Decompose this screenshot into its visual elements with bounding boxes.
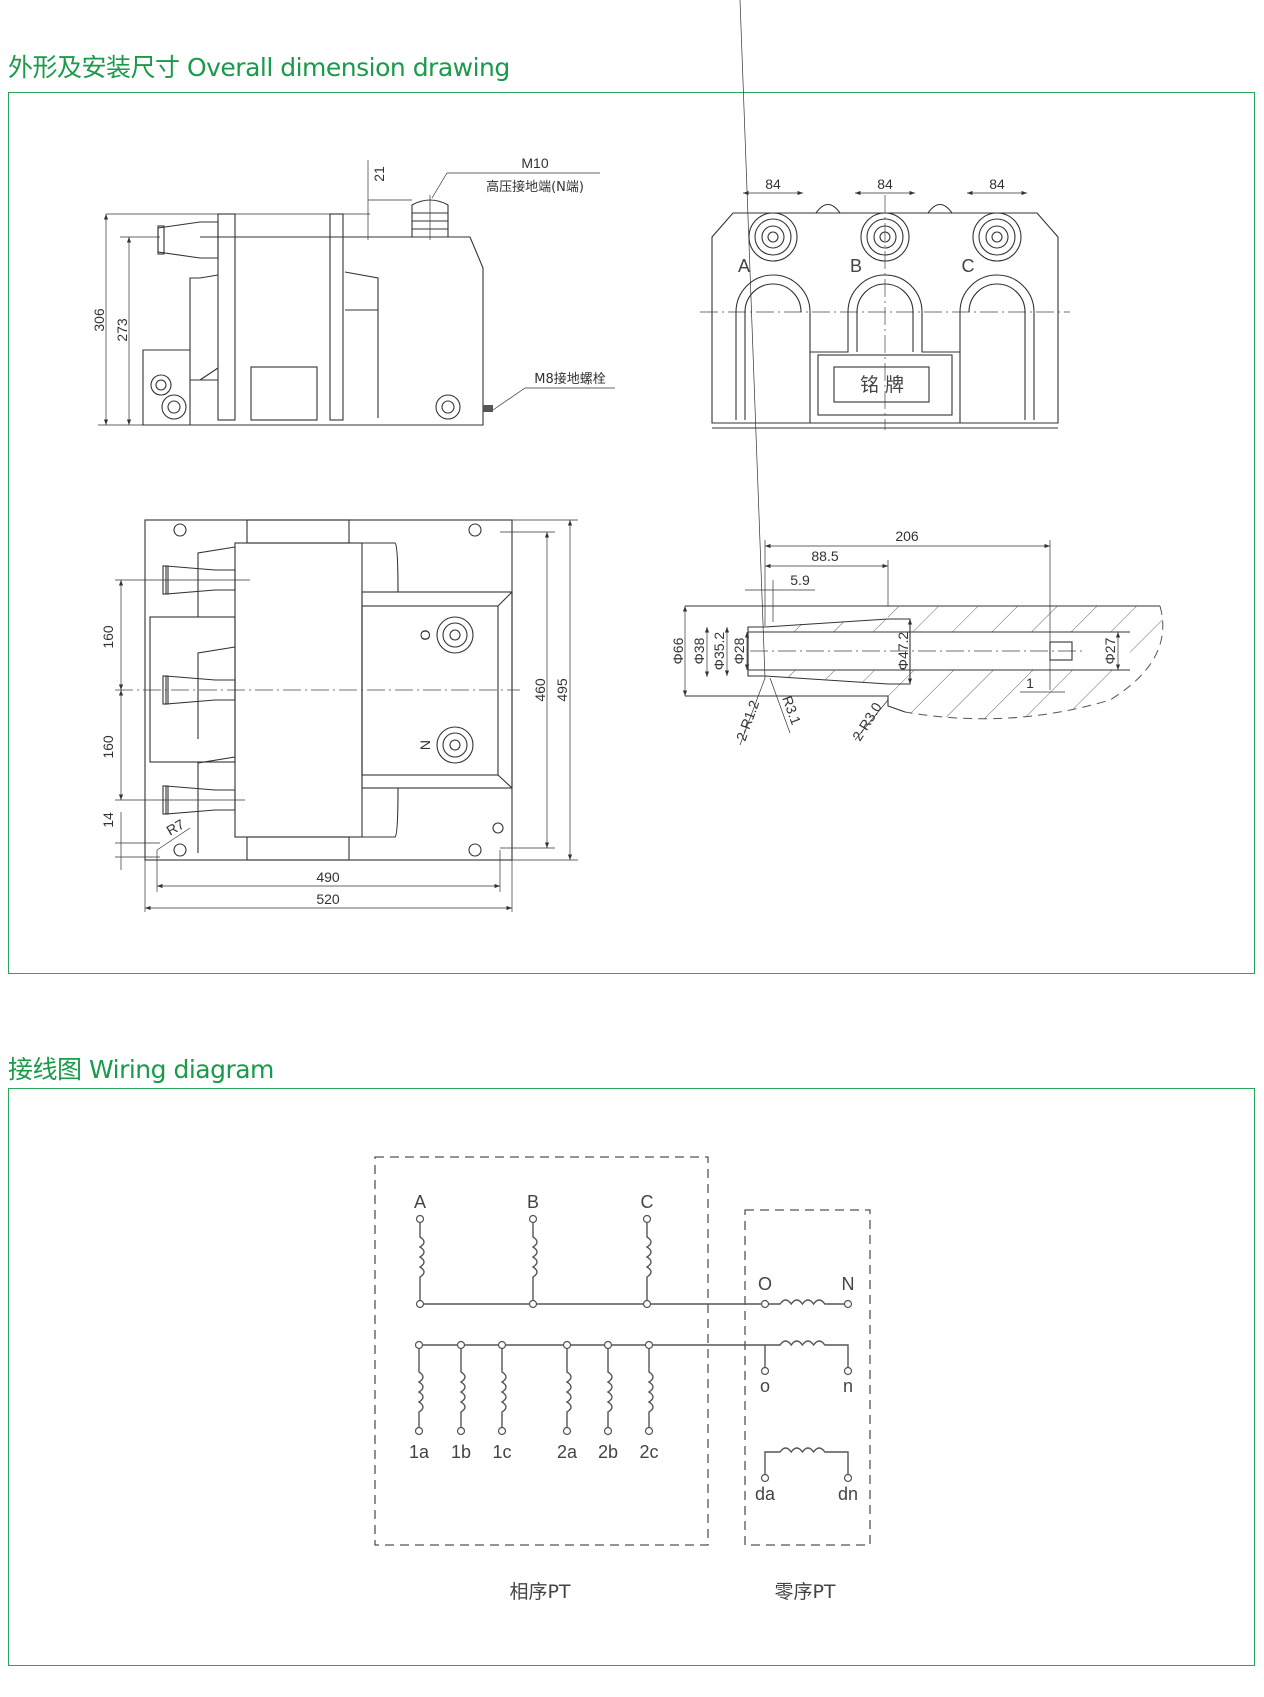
svg-text:铭 牌: 铭 牌: [860, 374, 904, 396]
svg-text:1b: 1b: [451, 1442, 471, 1462]
svg-text:84: 84: [765, 176, 781, 192]
svg-text:84: 84: [877, 176, 893, 192]
svg-text:84: 84: [989, 176, 1005, 192]
svg-text:273: 273: [114, 318, 130, 342]
svg-text:460: 460: [532, 678, 548, 702]
svg-text:R3.1: R3.1: [779, 694, 804, 727]
front-view: 306 273 21 M10 高压接地端(N端) M8接地螺栓: [91, 155, 615, 426]
svg-text:R7: R7: [164, 816, 188, 839]
wiring-diagram-frame: [8, 1088, 1255, 1666]
svg-text:O: O: [758, 1274, 772, 1294]
svg-text:21: 21: [371, 166, 387, 182]
phase-pt-box: [374, 1156, 709, 1546]
svg-text:1: 1: [1026, 675, 1034, 691]
svg-text:Φ38: Φ38: [691, 637, 707, 664]
svg-text:495: 495: [554, 678, 570, 702]
svg-text:N: N: [842, 1274, 855, 1294]
svg-text:5.9: 5.9: [790, 572, 810, 588]
svg-text:2-R3.0: 2-R3.0: [849, 699, 885, 743]
dimension-drawing-frame: [8, 92, 1255, 974]
svg-text:14: 14: [100, 812, 116, 828]
svg-text:306: 306: [91, 308, 107, 332]
svg-text:C: C: [641, 1192, 654, 1212]
svg-text:88.5: 88.5: [811, 548, 838, 564]
svg-text:o: o: [760, 1376, 770, 1396]
svg-text:n: n: [843, 1376, 853, 1396]
svg-text:O: O: [417, 629, 433, 640]
svg-text:2a: 2a: [557, 1442, 578, 1462]
svg-text:2-R1.2: 2-R1.2: [733, 698, 762, 743]
svg-text:Φ47.2: Φ47.2: [895, 632, 911, 671]
dimension-section-title: 外形及安装尺寸 Overall dimension drawing: [8, 53, 510, 82]
zero-pt-box: [744, 1209, 871, 1546]
svg-text:490: 490: [316, 869, 340, 885]
svg-text:1a: 1a: [409, 1442, 430, 1462]
svg-text:B: B: [527, 1192, 539, 1212]
svg-text:N: N: [417, 740, 433, 750]
svg-text:206: 206: [895, 528, 919, 544]
svg-text:1c: 1c: [492, 1442, 511, 1462]
svg-text:160: 160: [100, 735, 116, 759]
svg-text:高压接地端(N端): 高压接地端(N端): [486, 179, 584, 195]
svg-text:160: 160: [100, 625, 116, 649]
svg-text:A: A: [738, 256, 750, 276]
svg-text:M8接地螺栓: M8接地螺栓: [534, 371, 606, 387]
svg-text:Φ35.2: Φ35.2: [711, 632, 727, 671]
svg-text:零序PT: 零序PT: [774, 1581, 835, 1603]
section-view: 206 88.5 5.9 Φ66 Φ38 Φ35.2 Φ28 Φ47.2 Φ27…: [670, 0, 1164, 746]
svg-text:相序PT: 相序PT: [509, 1581, 570, 1603]
top-view: 160 160 14 R7 O N 460 495 490 520: [100, 519, 578, 912]
svg-text:M10: M10: [521, 155, 548, 171]
wiring-diagram: A B C 1a 1b 1c 2a 2b 2c O N o n da dn 相序…: [374, 1156, 871, 1603]
svg-text:B: B: [850, 256, 862, 276]
side-view: 84 84 84 A B C 铭 牌: [700, 176, 1070, 430]
svg-text:C: C: [962, 256, 975, 276]
svg-text:520: 520: [316, 891, 340, 907]
svg-text:A: A: [414, 1192, 426, 1212]
svg-text:da: da: [755, 1484, 776, 1504]
svg-text:2b: 2b: [598, 1442, 618, 1462]
wiring-section-title: 接线图 Wiring diagram: [8, 1055, 274, 1084]
svg-text:Φ27: Φ27: [1102, 637, 1118, 664]
svg-text:2c: 2c: [639, 1442, 658, 1462]
svg-text:Φ28: Φ28: [731, 637, 747, 664]
svg-text:dn: dn: [838, 1484, 858, 1504]
svg-text:Φ66: Φ66: [670, 637, 686, 664]
